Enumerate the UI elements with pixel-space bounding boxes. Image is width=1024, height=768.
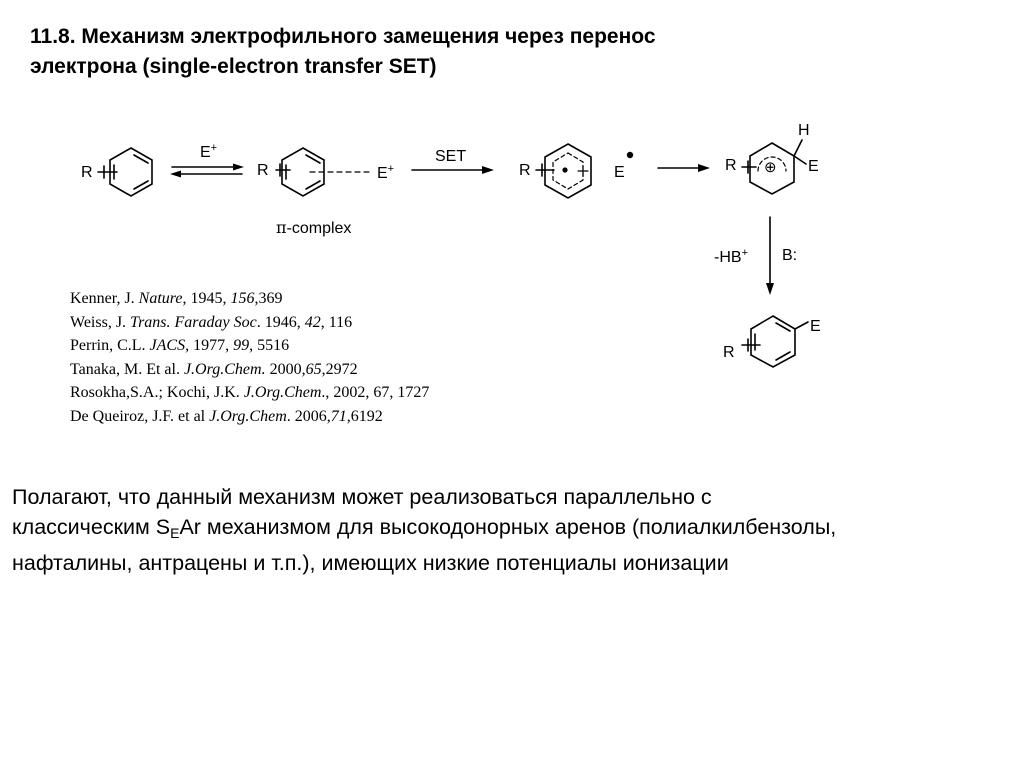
set-label: SET [435, 148, 466, 165]
radical-dot [562, 167, 568, 173]
e-label-product: E [810, 318, 821, 335]
set-arrow [411, 166, 494, 174]
reference-item: Kenner, J. Nature, 1945, 156,369 [70, 290, 283, 307]
paragraph-line-1: Полагают, что данный механизм может реал… [12, 485, 712, 509]
e-plus-label-complex: E+ [377, 163, 394, 182]
e-plus-label-arrow: E+ [200, 142, 217, 161]
title-line-2: электрона (single-electron transfer SET) [30, 55, 437, 78]
paragraph-line-3: нафталины, антрацены и т.п.), имеющих ни… [12, 551, 729, 575]
r-label-4: R [725, 157, 737, 174]
deprotonation-arrow [766, 216, 774, 295]
cation-plus-label: ⊕ [764, 159, 777, 176]
slide-title: 11.8. Механизм электрофильного замещения… [30, 22, 930, 82]
r-label-product: R [723, 344, 735, 361]
paragraph-line-2: классическим SEAr механизмом для высокод… [12, 515, 837, 541]
equilibrium-arrows [170, 163, 244, 178]
benzene-ring-1 [97, 147, 153, 197]
r-label-2: R [257, 162, 269, 179]
radical-cation-ring [535, 143, 592, 199]
explanation-paragraph: Полагают, что данный механизм может реал… [12, 482, 1012, 578]
r-label-1: R [81, 164, 93, 181]
e-label-sigma: E [808, 158, 819, 175]
reference-item: Weiss, J. Trans. Faraday Soc. 1946, 42, … [70, 313, 353, 331]
reference-item: Tanaka, M. Et al. J.Org.Chem. 2000,65,29… [70, 360, 358, 378]
electrophile-radical-dot [626, 151, 634, 159]
sigma-complex-ring [741, 139, 807, 195]
base-label: B: [782, 247, 797, 264]
pi-complex-label: π-complex [276, 218, 351, 237]
title-line-1: 11.8. Механизм электрофильного замещения… [30, 25, 656, 48]
combination-arrow [657, 164, 710, 172]
reference-item: De Queiroz, J.F. et al J.Org.Chem. 2006,… [70, 407, 383, 425]
reaction-scheme: R E+ R E+ SET R E R ⊕ H E π-complex -HB+… [81, 122, 821, 368]
h-label: H [798, 122, 810, 139]
e-radical-label: E [614, 164, 625, 181]
minus-hb-plus-label: -HB+ [714, 247, 748, 266]
benzene-ring-2 [275, 147, 373, 197]
reference-item: Rosokha,S.A.; Kochi, J.K. J.Org.Chem., 2… [70, 384, 430, 401]
r-label-3: R [519, 162, 531, 179]
references-list: Kenner, J. Nature, 1945, 156,369 Weiss, … [70, 287, 429, 428]
reference-item: Perrin, C.L. JACS, 1977, 99, 5516 [70, 337, 290, 354]
product-benzene-ring [741, 315, 809, 368]
